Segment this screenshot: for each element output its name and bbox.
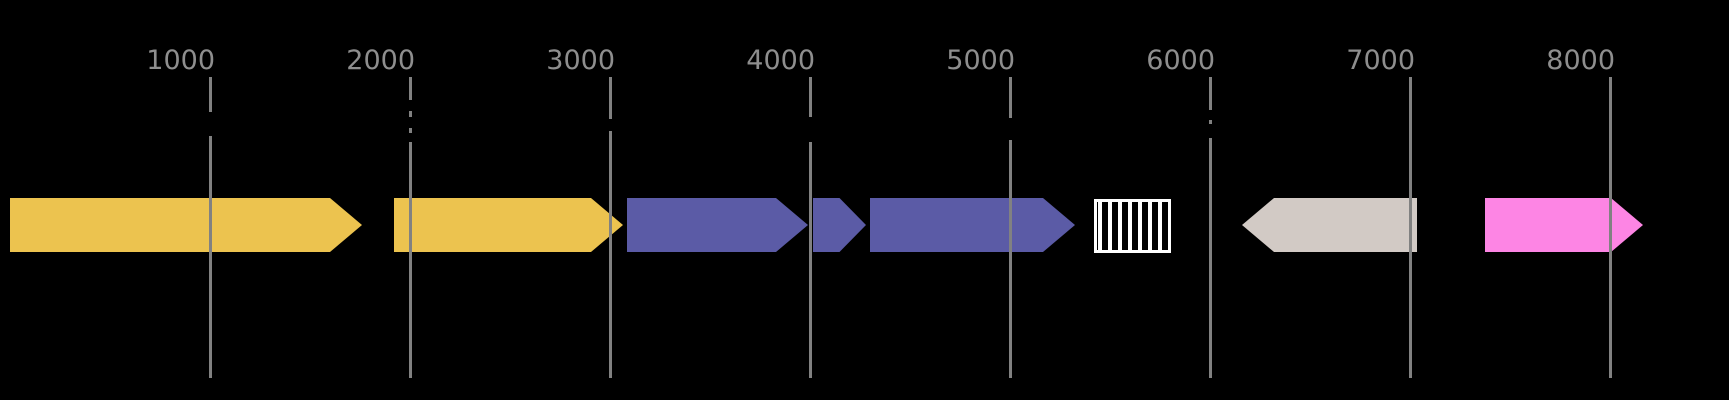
axis-tick-label-3000: 3000 (546, 45, 615, 76)
feature-3-gene-arrow (627, 198, 808, 252)
gridline-8000 (1608, 77, 1612, 378)
hidden-label-artifact (207, 112, 213, 136)
gridline-3000 (608, 77, 612, 378)
axis-tick-label-7000: 7000 (1346, 45, 1415, 76)
gridline-2000 (408, 77, 412, 378)
gridline-6000 (1208, 77, 1212, 378)
axis-tick-label-6000: 6000 (1146, 45, 1215, 76)
axis-tick-label-1000: 1000 (146, 45, 215, 76)
feature-8-gene-arrow (1485, 198, 1643, 252)
hidden-label-artifact (1207, 110, 1213, 120)
feature-4-gene-arrow (813, 198, 866, 252)
feature-7-gene-arrow (1242, 198, 1417, 252)
axis-tick-label-8000: 8000 (1546, 45, 1615, 76)
hidden-label-artifact (807, 117, 813, 142)
gridline-4000 (808, 77, 812, 378)
axis-tick-label-5000: 5000 (946, 45, 1015, 76)
hidden-label-artifact (607, 119, 613, 131)
gridline-7000 (1408, 77, 1412, 378)
feature-1-gene-arrow (10, 198, 362, 252)
hidden-label-artifact (407, 117, 413, 128)
gridline-1000 (208, 77, 212, 378)
hidden-label-artifact (1007, 118, 1013, 140)
hidden-label-artifact (407, 100, 413, 111)
axis-tick-label-2000: 2000 (346, 45, 415, 76)
feature-5-gene-arrow (870, 198, 1075, 252)
gridline-5000 (1008, 77, 1012, 378)
hidden-label-artifact (1207, 124, 1213, 138)
axis-tick-label-4000: 4000 (746, 45, 815, 76)
feature-6-hatched-box (1094, 199, 1171, 253)
feature-2-gene-arrow (394, 198, 623, 252)
hidden-label-artifact (407, 133, 413, 142)
